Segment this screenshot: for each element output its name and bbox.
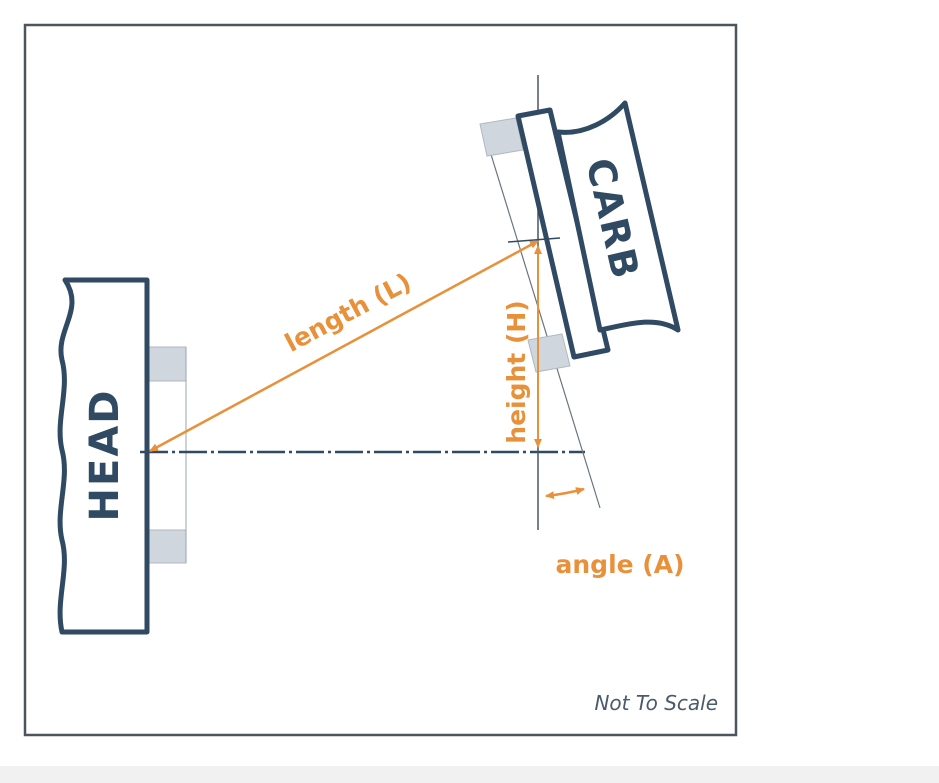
- head-spacer-bottom: [146, 529, 187, 564]
- diagram-frame: [23, 23, 738, 737]
- length-dimension-arrow: [149, 239, 539, 453]
- carb-tilt-line: [484, 134, 601, 509]
- head-outline: [57, 277, 150, 635]
- carb-spacer-top: [479, 117, 524, 157]
- bottom-band: [0, 766, 939, 783]
- height-label: height (H): [502, 300, 531, 443]
- head-spacer-top: [146, 346, 187, 382]
- carb-body: [555, 100, 681, 333]
- carb-flange: [515, 107, 611, 360]
- angle-label: angle (A): [556, 550, 685, 579]
- angle-dimension-arrow: [545, 487, 585, 500]
- not-to-scale-note: Not To Scale: [594, 691, 718, 715]
- head-label: HEAD: [82, 389, 128, 522]
- height-tick: [507, 237, 561, 243]
- carb-spacer-bottom: [527, 333, 571, 373]
